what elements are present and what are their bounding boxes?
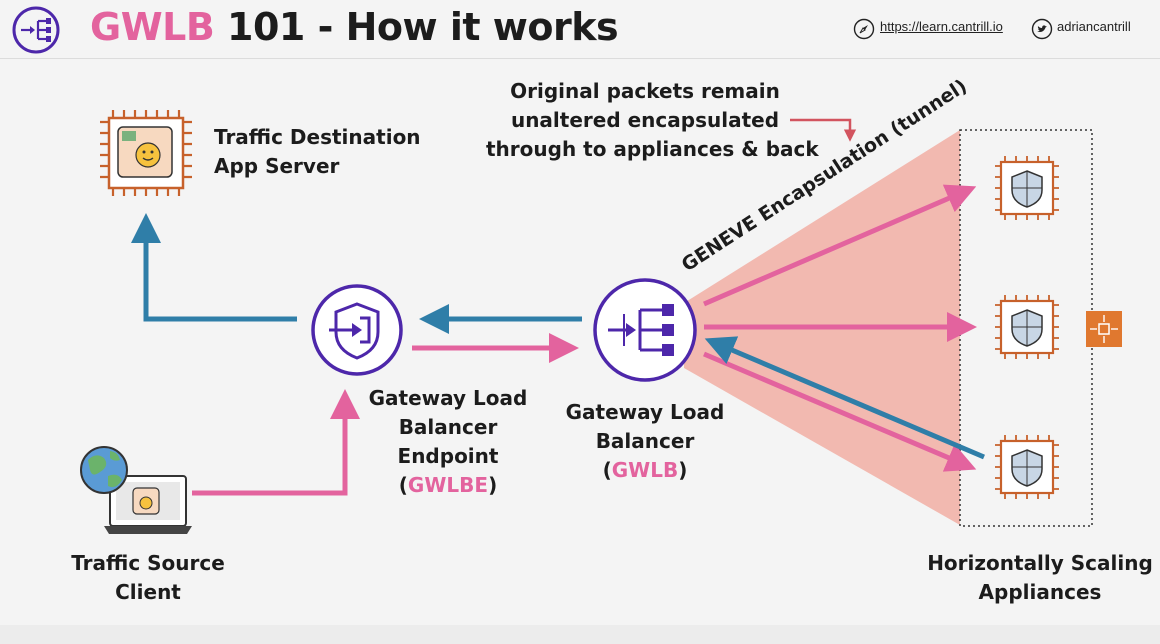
gateway-load-balancer-icon	[12, 6, 60, 54]
flow-arrow-appliance-3-to-gwlb	[704, 336, 985, 460]
appliances-label: Horizontally Scaling Appliances	[927, 551, 1153, 604]
flow-arrow-gwlbe-to-server	[131, 212, 297, 322]
client-laptop-icon	[104, 475, 192, 534]
gwlbe-abbr: GWLBE	[407, 473, 489, 497]
app-server-chip-icon	[100, 110, 192, 196]
annotation-text: Original packets remain unaltered encaps…	[486, 79, 819, 161]
destination-label: Traffic Destination App Server	[214, 125, 421, 178]
header-bar: GWLB 101 - How it works https://learn.ca…	[0, 0, 1160, 59]
gwlb-endpoint-icon	[311, 284, 403, 376]
twitter-icon	[1031, 18, 1053, 40]
flow-arrow-client-to-gwlbe	[192, 388, 360, 496]
title-rest: 101 - How it works	[214, 5, 619, 49]
annotation-pointer-arrow	[790, 118, 857, 142]
site-link[interactable]: https://learn.cantrill.io	[880, 19, 1003, 34]
gateway-load-balancer-node-icon	[593, 278, 697, 382]
compass-icon	[853, 18, 875, 40]
flow-arrow-gwlb-to-appliance-1	[703, 184, 977, 307]
twitter-handle[interactable]: adriancantrill	[1057, 19, 1131, 34]
gwlbe-label: Gateway Load Balancer Endpoint (GWLBE)	[368, 386, 528, 497]
gwlb-abbr: GWLB	[611, 458, 679, 482]
diagram-area: GENEVE Encapsulation (tunnel) Traffic De…	[0, 59, 1160, 625]
footer-band	[0, 625, 1160, 644]
diagram-canvas: GENEVE Encapsulation (tunnel)	[80, 75, 1122, 534]
source-label: Traffic Source Client	[71, 551, 225, 604]
globe-icon	[80, 446, 128, 494]
appliance-chip-icon-2	[995, 295, 1059, 359]
appliance-chip-icon-1	[995, 156, 1059, 220]
appliance-chip-icon-3	[995, 435, 1059, 499]
gwlb-label: Gateway Load Balancer (GWLB)	[565, 400, 725, 482]
page-title: GWLB 101 - How it works	[90, 5, 619, 49]
auto-scaling-icon	[1086, 311, 1122, 347]
title-accent: GWLB	[90, 5, 215, 49]
flow-arrow-gwlb-to-appliance-3	[703, 351, 977, 472]
